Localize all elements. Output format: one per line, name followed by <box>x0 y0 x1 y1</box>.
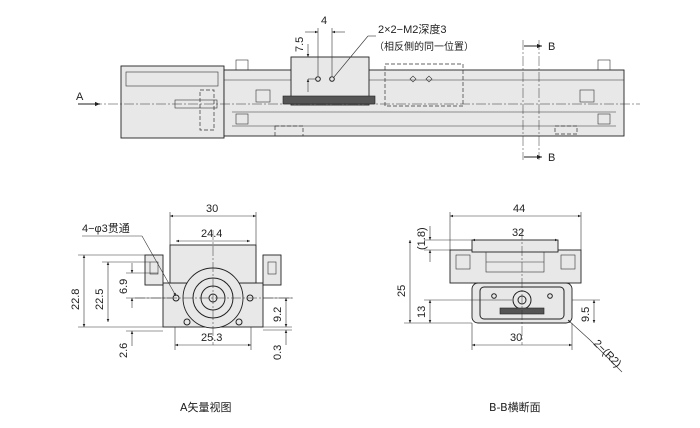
a-dim-6-9: 6.9 <box>118 279 130 294</box>
bb-dim-30: 30 <box>510 332 522 344</box>
view-a-label: A <box>76 91 84 103</box>
bb-dim-32: 32 <box>512 227 524 239</box>
section-b-top-label: B <box>548 41 555 53</box>
bb-dim-1-8: (1.8) <box>416 227 428 250</box>
a-dim-24-4: 24.4 <box>201 228 222 240</box>
bb-dim-25: 25 <box>396 285 408 297</box>
a-view: 30 24.4 4−φ3贯通 22.8 22.5 6.9 2.6 25.3 <box>70 203 295 414</box>
bb-section: 44 32 (1.8) 25 13 30 9.5 2−(R2) <box>396 203 623 414</box>
hole-note-top-sub: （相反側的同一位置） <box>374 40 474 53</box>
bb-radius-note: 2−(R2) <box>591 338 623 370</box>
bb-dim-9-5: 9.5 <box>580 307 592 322</box>
a-dim-2-6: 2.6 <box>118 343 130 358</box>
a-dim-25-3: 25.3 <box>201 332 222 344</box>
dim-4: 4 <box>321 15 327 27</box>
section-b-bottom-label: B <box>548 152 555 164</box>
top-view: B B A 4 7.5 2×2−M2深度3 （相反側的同一位置） <box>76 15 640 164</box>
bb-section-caption: B-B横断面 <box>489 400 541 414</box>
a-hole-note: 4−φ3贯通 <box>82 222 130 235</box>
dim-7-5: 7.5 <box>294 37 306 52</box>
a-dim-0-3: 0.3 <box>272 345 284 360</box>
bb-dim-13: 13 <box>416 306 428 318</box>
a-dim-22-8: 22.8 <box>70 289 82 310</box>
motor-body <box>120 65 225 139</box>
a-dim-22-5: 22.5 <box>94 289 106 310</box>
bb-dim-44: 44 <box>513 203 525 215</box>
a-view-caption: A矢量视图 <box>180 400 232 414</box>
a-dim-30: 30 <box>206 203 218 215</box>
hole-note-top: 2×2−M2深度3 <box>378 22 446 36</box>
a-dim-9-2: 9.2 <box>272 307 284 322</box>
